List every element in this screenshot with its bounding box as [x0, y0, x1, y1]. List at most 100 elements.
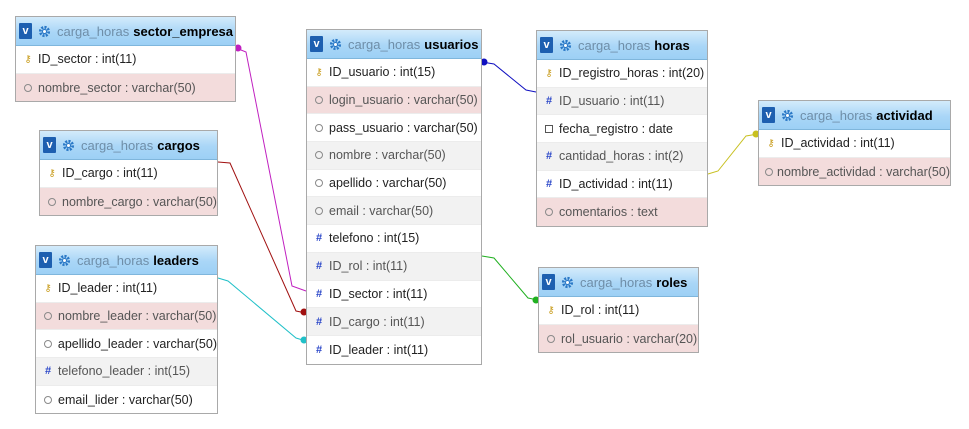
column-row[interactable]: comentarios : text	[537, 198, 707, 227]
table-name: sector_empresa	[133, 23, 234, 39]
column-label: email : varchar(50)	[329, 203, 434, 218]
column-row[interactable]: nombre : varchar(50)	[307, 142, 481, 170]
column-row[interactable]: apellido : varchar(50)	[307, 170, 481, 198]
column-row[interactable]: pass_usuario : varchar(50)	[307, 114, 481, 143]
column-label: ID_registro_horas : int(20)	[559, 66, 705, 81]
key-icon: ⚷	[545, 67, 553, 79]
column-label: ID_actividad : int(11)	[781, 136, 895, 151]
column-label: ID_sector : int(11)	[329, 286, 428, 301]
collapse-toggle-icon[interactable]: v	[43, 137, 56, 153]
column-row[interactable]: ⚷ID_rol : int(11)	[539, 297, 698, 325]
database-name: carga_horas	[77, 252, 150, 268]
column-label: nombre_leader : varchar(50)	[58, 309, 217, 324]
column-label: apellido_leader : varchar(50)	[57, 336, 217, 351]
circle-icon	[544, 334, 558, 343]
column-row[interactable]: #ID_leader : int(11)	[307, 336, 481, 364]
table-name: horas	[654, 37, 690, 53]
column-row[interactable]: nombre_cargo : varchar(50)	[40, 187, 217, 216]
circle-icon	[41, 312, 55, 321]
column-label: nombre_actividad : varchar(50)	[777, 164, 950, 179]
column-label: email_lider : varchar(50)	[58, 392, 193, 407]
column-row[interactable]: #ID_cargo : int(11)	[307, 308, 481, 336]
column-label: telefono : int(15)	[329, 231, 420, 246]
hash-icon: #	[315, 232, 323, 245]
circle-icon	[312, 96, 326, 105]
key-icon: ⚷	[315, 66, 323, 78]
circle-icon	[542, 208, 556, 217]
column-row[interactable]: login_usuario : varchar(50)	[307, 86, 481, 115]
column-row[interactable]: ⚷ID_leader : int(11)	[36, 275, 217, 303]
column-row[interactable]: rol_usuario : varchar(20)	[539, 324, 698, 353]
column-row[interactable]: #cantidad_horas : int(2)	[537, 143, 707, 171]
collapse-toggle-icon[interactable]: v	[540, 37, 553, 53]
column-row[interactable]: nombre_actividad : varchar(50)	[759, 157, 950, 186]
column-row[interactable]: #ID_rol : int(11)	[307, 252, 481, 281]
collapse-toggle-icon[interactable]: v	[762, 107, 775, 123]
column-row[interactable]: ⚷ ID_registro_horas : int(20)	[537, 60, 707, 88]
relation-line-actividad	[707, 133, 759, 175]
hash-icon: #	[315, 315, 323, 328]
column-label: telefono_leader : int(15)	[58, 364, 191, 379]
hash-icon: #	[44, 365, 52, 378]
column-label: pass_usuario : varchar(50)	[329, 120, 478, 135]
table-name: cargos	[157, 137, 200, 153]
circle-icon	[41, 395, 55, 404]
column-row[interactable]: email_lider : varchar(50)	[36, 386, 217, 414]
gear-icon[interactable]	[56, 252, 72, 268]
key-icon: ⚷	[547, 304, 555, 316]
gear-icon[interactable]	[60, 137, 76, 153]
column-row[interactable]: fecha_registro : date	[537, 115, 707, 144]
gear-icon[interactable]	[327, 36, 343, 52]
gear-icon[interactable]	[779, 107, 795, 123]
column-row[interactable]: nombre_leader : varchar(50)	[36, 302, 217, 331]
column-label: ID_usuario : int(11)	[559, 94, 665, 109]
column-label: ID_actividad : int(11)	[559, 177, 673, 192]
collapse-toggle-icon[interactable]: v	[542, 274, 555, 290]
collapse-toggle-icon[interactable]: v	[19, 23, 32, 39]
column-row[interactable]: #ID_actividad : int(11)	[537, 171, 707, 199]
gear-icon[interactable]	[559, 274, 575, 290]
column-row[interactable]: ⚷ID_actividad : int(11)	[759, 130, 950, 158]
hash-icon: #	[315, 287, 323, 300]
circle-icon	[21, 83, 35, 92]
column-row[interactable]: # telefono : int(15)	[307, 225, 481, 253]
gear-icon[interactable]	[36, 23, 52, 39]
gear-icon[interactable]	[557, 37, 573, 53]
relation-line-usuario	[481, 61, 537, 93]
column-row[interactable]: #ID_usuario : int(11)	[537, 87, 707, 116]
table-name: usuarios	[424, 36, 479, 52]
collapse-toggle-icon[interactable]: v	[39, 252, 52, 268]
column-row[interactable]: nombre_sector : varchar(50)	[16, 73, 235, 102]
column-row[interactable]: # telefono_leader : int(15)	[36, 358, 217, 386]
column-row[interactable]: ⚷ID_cargo : int(11)	[40, 160, 217, 188]
collapse-toggle-icon[interactable]: v	[310, 36, 323, 52]
column-label: ID_sector : int(11)	[38, 52, 137, 67]
column-row[interactable]: ⚷ID_sector : int(11)	[16, 46, 235, 74]
database-name: carga_horas	[578, 37, 651, 53]
column-row[interactable]: apellido_leader : varchar(50)	[36, 330, 217, 359]
table-name: actividad	[876, 107, 933, 123]
column-label: fecha_registro : date	[559, 121, 673, 136]
circle-icon	[312, 179, 326, 188]
column-row[interactable]: email : varchar(50)	[307, 197, 481, 226]
circle-icon	[764, 167, 774, 176]
relation-line-cargo	[217, 161, 307, 314]
hash-icon: #	[545, 150, 553, 163]
column-row[interactable]: # ID_sector : int(11)	[307, 281, 481, 309]
column-row[interactable]: ⚷ID_usuario : int(15)	[307, 59, 481, 87]
relation-line-rol	[481, 255, 539, 301]
